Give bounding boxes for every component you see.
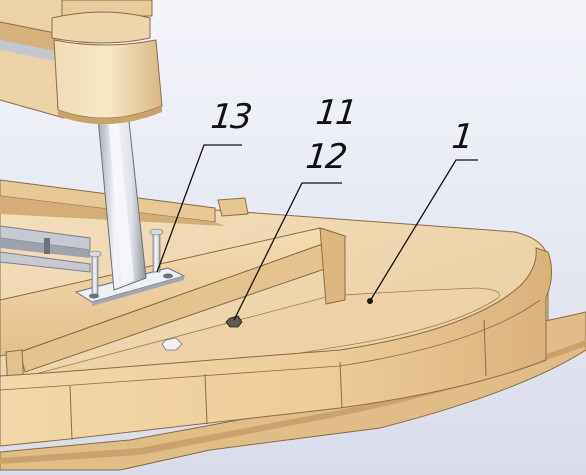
metal-column (97, 111, 147, 291)
callout-label-13: 13 (208, 97, 253, 137)
front-rim (0, 197, 552, 447)
callout-label-1: 1 (449, 117, 474, 157)
leader-lines (156, 144, 478, 321)
nut-12 (225, 315, 243, 328)
callout-label-12: 12 (303, 137, 348, 177)
leader-12 (233, 182, 342, 321)
wooden-post (51, 0, 163, 125)
callout-label-11: 11 (313, 93, 358, 133)
nut-lower (161, 337, 183, 351)
mounting-plate (74, 267, 186, 306)
leader-13 (156, 144, 242, 273)
bolts (88, 228, 164, 295)
leader-1 (369, 159, 478, 302)
metal-rails (0, 225, 91, 273)
upper-frame (0, 0, 65, 119)
